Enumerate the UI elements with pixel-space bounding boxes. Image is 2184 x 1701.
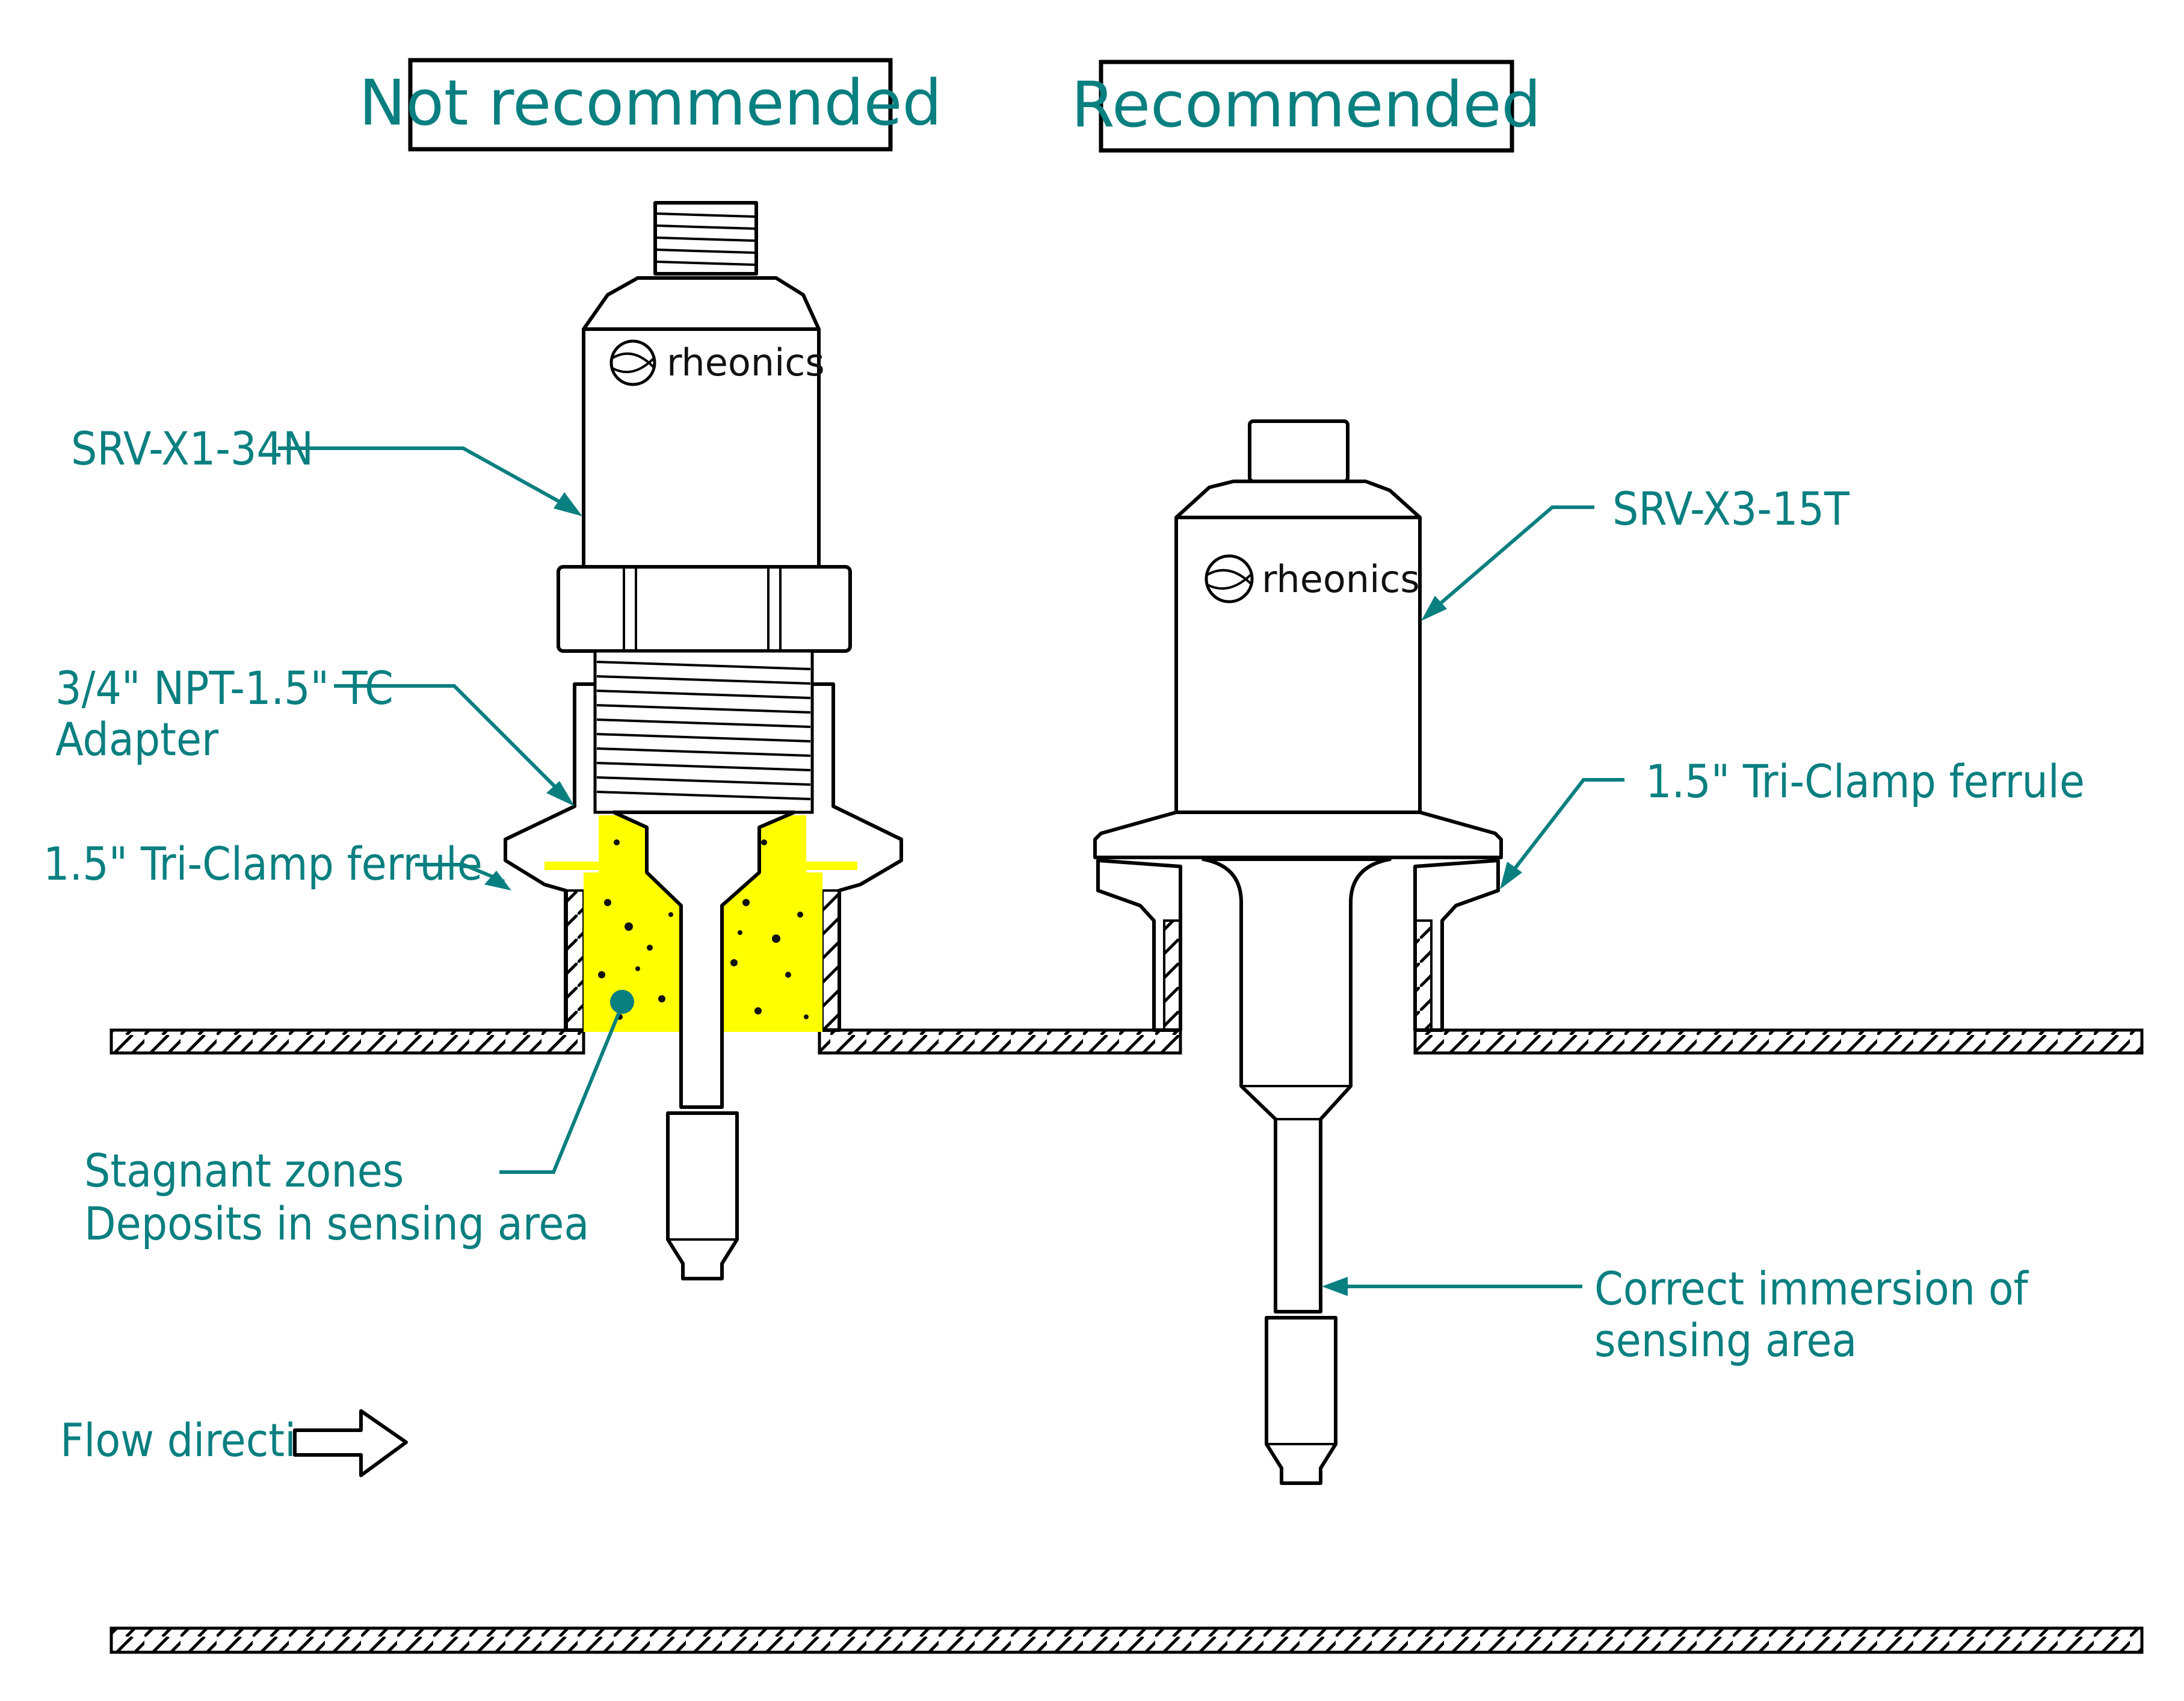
heading-not-recommended-text: Not recommended	[359, 66, 942, 140]
label-adapter-line2: Adapter	[55, 712, 219, 766]
label-adapter: 3/4" NPT-1.5" TC Adapter	[55, 661, 575, 806]
leader-arrowhead-icon	[554, 492, 582, 516]
right-connector	[1248, 419, 1350, 483]
label-immersion-line1: Correct immersion of	[1594, 1262, 2029, 1315]
left-sensor-stem	[612, 810, 796, 1109]
right-probe-tip	[1265, 1316, 1337, 1485]
heading-recommended: Recommended	[1072, 60, 1541, 153]
right-brand-text: rheonics	[1262, 557, 1420, 601]
pipe-top-wall	[110, 1028, 2144, 1055]
leader-arrowhead-icon	[1322, 1277, 1348, 1296]
leader-dot-icon	[610, 990, 634, 1014]
left-rheonics-logo: rheonics	[609, 339, 825, 386]
label-stagnant-line1: Stagnant zones	[84, 1144, 404, 1197]
stagnant-deposit-zone	[544, 815, 857, 1032]
leader-arrowhead-icon	[1421, 596, 1447, 621]
label-srv-x3-15t-text: SRV-X3-15T	[1612, 482, 1850, 536]
label-right-ferrule-text: 1.5" Tri-Clamp ferrule	[1646, 755, 2085, 808]
label-left-ferrule: 1.5" Tri-Clamp ferrule	[43, 837, 511, 891]
rheonics-logo-icon	[1205, 554, 1254, 604]
rheonics-logo-icon	[609, 339, 656, 386]
pipe-bottom-wall	[110, 1626, 2144, 1654]
label-stagnant-zones: Stagnant zones Deposits in sensing area	[84, 990, 634, 1250]
left-sensor-body	[582, 327, 821, 569]
label-immersion-line2: sensing area	[1594, 1314, 1857, 1367]
right-sensor-cap	[1174, 480, 1422, 519]
label-srv-x3-15t: SRV-X3-15T	[1421, 482, 1850, 621]
label-adapter-line1: 3/4" NPT-1.5" TC	[55, 661, 393, 715]
right-rheonics-logo: rheonics	[1205, 554, 1420, 604]
left-threaded-section	[593, 649, 814, 814]
right-sensor-flange	[1093, 810, 1503, 859]
left-sensor-srv-x1-34n: rheonics	[504, 201, 903, 1280]
label-correct-immersion: Correct immersion of sensing area	[1322, 1262, 2029, 1367]
leader-arrowhead-icon	[546, 781, 575, 806]
heading-not-recommended: Not recommended	[359, 58, 942, 152]
label-stagnant-line2: Deposits in sensing area	[84, 1197, 589, 1250]
label-srv-x1-34n-text: SRV-X1-34N	[71, 422, 313, 475]
flow-direction-indicator: Flow direction	[60, 1409, 408, 1477]
leader-arrowhead-icon	[484, 871, 511, 891]
right-ferrule-right	[1413, 859, 1500, 1032]
left-sensor-cap	[582, 276, 821, 331]
left-brand-text: rheonics	[667, 341, 825, 384]
label-left-ferrule-text: 1.5" Tri-Clamp ferrule	[43, 837, 483, 891]
left-connector-thread	[653, 201, 758, 276]
right-sensor-body	[1174, 516, 1422, 814]
right-sensor-srv-x3-15t: rheonics	[1093, 419, 1503, 1485]
right-ferrule-left	[1096, 859, 1182, 1032]
heading-recommended-text: Recommended	[1072, 68, 1541, 141]
label-srv-x1-34n: SRV-X1-34N	[71, 422, 582, 516]
arrow-right-outline-icon	[293, 1409, 408, 1477]
leader-arrowhead-icon	[1500, 862, 1522, 889]
left-probe-tip	[666, 1111, 739, 1280]
label-right-ferrule: 1.5" Tri-Clamp ferrule	[1500, 755, 2085, 889]
left-hex-nut	[557, 565, 852, 653]
